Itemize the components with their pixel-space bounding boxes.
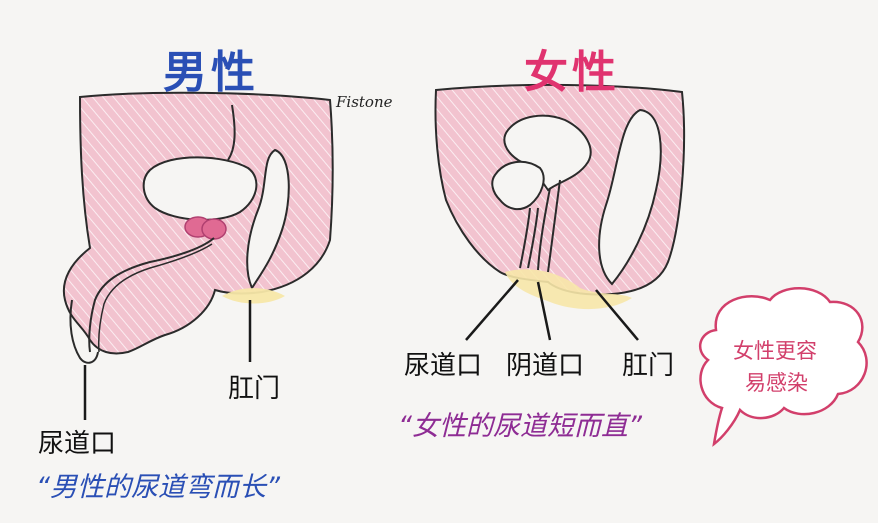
- female-anus-label: 肛门: [622, 351, 675, 381]
- male-rectum: [246, 148, 290, 291]
- male-title: 男性: [163, 47, 259, 98]
- male-anus-highlight: [222, 288, 285, 304]
- female-bladder: [491, 160, 545, 211]
- callout-cloud: [698, 287, 868, 447]
- female-title: 女性: [524, 47, 620, 98]
- male-urethral-opening-label: 尿道口: [38, 429, 117, 459]
- artist-signature: Fistone: [336, 93, 393, 111]
- female-caption: “女性的尿道短而直”: [398, 411, 642, 442]
- male-anus-label: 肛门: [228, 374, 281, 404]
- prostate-gland: [184, 216, 227, 240]
- callout-line-2: 易感染: [745, 371, 808, 395]
- female-uterus: [503, 114, 592, 192]
- female-urethra: [519, 207, 539, 269]
- female-urethral-opening-label: 尿道口: [404, 351, 483, 381]
- female-anatomy: [434, 83, 686, 341]
- female-vaginal-opening-label: 阴道口: [506, 351, 585, 381]
- female-anus-pointer: [595, 289, 639, 341]
- female-rectum: [598, 108, 662, 286]
- female-vagina: [537, 179, 561, 273]
- male-caption: “男性的尿道弯而长”: [36, 472, 280, 503]
- female-perineum-highlight: [505, 269, 632, 310]
- male-bladder: [142, 156, 258, 221]
- male-urethra: [88, 104, 236, 353]
- female-vagina-pointer: [536, 281, 552, 341]
- male-penis-outline: [69, 299, 99, 364]
- female-urethra-pointer: [465, 279, 519, 341]
- male-urethra-inner: [98, 243, 213, 353]
- male-anatomy: [62, 91, 334, 420]
- callout-line-1: 女性更容: [733, 339, 817, 363]
